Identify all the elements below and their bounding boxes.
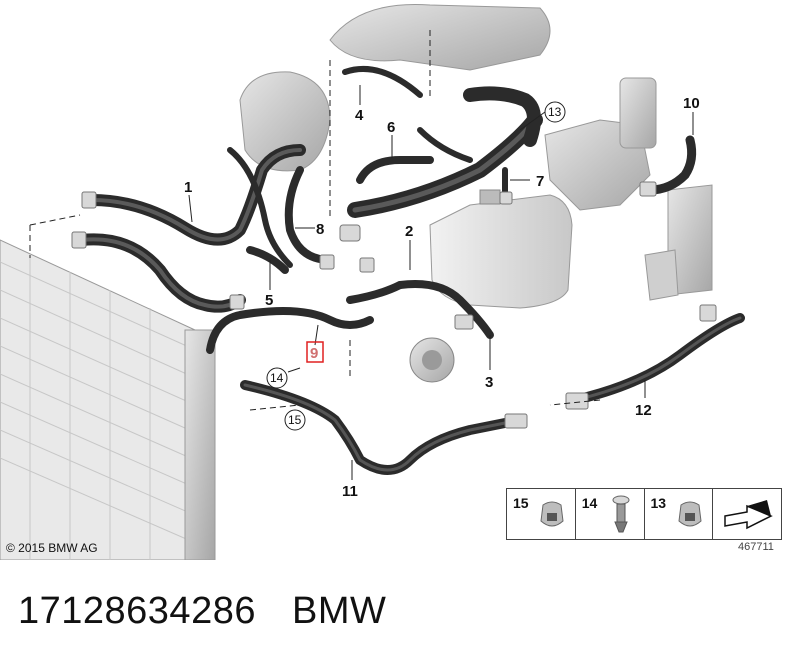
callout-8: 8 <box>316 221 324 238</box>
footer-caption: 17128634286 BMW <box>18 590 386 633</box>
callout-6: 6 <box>387 119 395 136</box>
copyright: © 2015 BMW AG <box>6 541 98 555</box>
expansion-tank <box>429 189 573 309</box>
radiator <box>0 239 216 560</box>
legend-item-13: 13 <box>645 489 714 539</box>
legend-number: 15 <box>513 495 529 511</box>
brand-name: BMW <box>291 590 387 632</box>
reference-lines <box>29 30 601 411</box>
callout-5: 5 <box>265 292 273 309</box>
hose-clamp-icon <box>677 501 702 527</box>
highlight-box-9 <box>306 341 324 363</box>
oil-cooler <box>644 184 713 301</box>
callout-12: 12 <box>635 402 652 419</box>
hose-clamps <box>71 181 717 429</box>
legend-item-15: 15 <box>507 489 576 539</box>
legend-item-arrow <box>713 489 781 539</box>
direction-arrow-icon <box>724 500 774 530</box>
part-number: 17128634286 <box>18 590 256 632</box>
leader-lines <box>188 85 694 480</box>
callout-1: 1 <box>184 179 192 196</box>
fastener-legend: 15 14 13 <box>506 488 782 540</box>
callout-2: 2 <box>405 223 413 240</box>
legend-number: 13 <box>650 495 667 511</box>
hose-clamp-icon <box>540 501 564 527</box>
callout-7: 7 <box>536 173 544 190</box>
callout-14: 14 <box>270 371 284 385</box>
spreading-rivet-icon <box>612 495 630 533</box>
legend-number: 14 <box>581 495 598 511</box>
legend-item-14: 14 <box>576 489 645 539</box>
parts-diagram: 1 2 3 4 5 6 7 8 9 10 11 12 13 14 15 <box>0 3 745 560</box>
callout-10: 10 <box>683 95 700 112</box>
callout-15: 15 <box>288 413 302 427</box>
callout-11: 11 <box>342 483 358 500</box>
oil-filter-housing <box>544 77 657 211</box>
coolant-hoses <box>76 66 745 475</box>
callout-circles <box>266 101 566 431</box>
callout-9: 9 <box>310 345 318 362</box>
callout-4: 4 <box>355 107 364 124</box>
water-pump <box>409 337 455 383</box>
diagram-number: 467711 <box>738 541 774 553</box>
callout-13: 13 <box>548 105 562 119</box>
callout-3: 3 <box>485 374 493 391</box>
